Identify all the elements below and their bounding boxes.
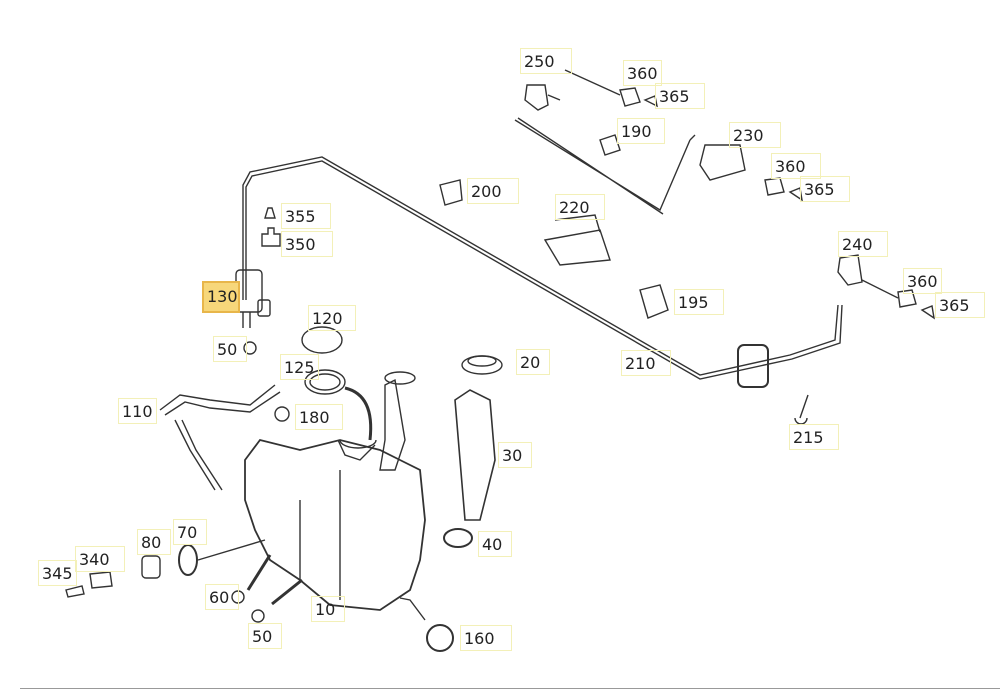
label-355[interactable]: 355	[281, 203, 331, 229]
label-350[interactable]: 350	[281, 231, 333, 257]
clip-200	[439, 179, 463, 206]
clip-190	[599, 134, 621, 156]
connector-340	[89, 571, 113, 589]
label-120[interactable]: 120	[308, 305, 356, 331]
label-345[interactable]: 345	[38, 560, 77, 586]
tank-10	[244, 438, 426, 611]
label-70[interactable]: 70	[173, 519, 207, 545]
label-190[interactable]: 190	[617, 118, 665, 144]
valve-230	[699, 144, 746, 181]
seal-120	[301, 326, 343, 354]
clip-195	[639, 284, 669, 319]
label-360[interactable]: 360	[623, 60, 662, 86]
label-125[interactable]: 125	[280, 354, 319, 380]
nozzle-240	[837, 254, 863, 286]
cap-20	[461, 355, 503, 375]
label-230[interactable]: 230	[729, 122, 781, 148]
plug-345	[65, 585, 85, 598]
label-195[interactable]: 195	[674, 289, 724, 315]
label-365[interactable]: 365	[935, 292, 985, 318]
label-365[interactable]: 365	[800, 176, 850, 202]
label-365[interactable]: 365	[655, 83, 705, 109]
grommet-215	[737, 344, 769, 388]
seal-125	[304, 369, 346, 395]
nozzle-360c	[897, 289, 917, 308]
bottom-divider	[20, 688, 1000, 689]
label-20[interactable]: 20	[516, 349, 550, 375]
wrench-icon	[794, 394, 809, 425]
part-350	[261, 227, 281, 247]
label-160[interactable]: 160	[460, 625, 512, 651]
hose-110	[159, 384, 281, 491]
cap-160	[426, 624, 454, 652]
label-40[interactable]: 40	[478, 531, 512, 557]
label-360[interactable]: 360	[903, 268, 942, 294]
nozzle-365b	[788, 187, 803, 202]
label-220[interactable]: 220	[555, 194, 605, 220]
label-200[interactable]: 200	[467, 178, 519, 204]
nozzle-365a	[643, 95, 658, 108]
label-240[interactable]: 240	[838, 231, 888, 257]
hose-210	[242, 156, 839, 376]
plug-50b	[251, 609, 265, 623]
nozzle-360a	[619, 87, 641, 107]
label-60[interactable]: 60	[205, 584, 239, 610]
seal-70	[178, 544, 198, 576]
plug-50a	[243, 341, 257, 355]
label-80[interactable]: 80	[137, 529, 171, 555]
sensor-80	[141, 555, 161, 579]
label-130-highlighted[interactable]: 130	[202, 281, 240, 313]
label-210[interactable]: 210	[621, 350, 671, 376]
label-10[interactable]: 10	[311, 596, 345, 622]
label-110[interactable]: 110	[118, 398, 157, 424]
nozzle-365c	[920, 305, 935, 320]
seal-40	[443, 528, 473, 548]
hose-upper	[514, 117, 696, 215]
bracket-220	[543, 214, 611, 266]
label-50[interactable]: 50	[213, 336, 247, 362]
label-180[interactable]: 180	[295, 404, 343, 430]
filler-pipe	[379, 378, 406, 471]
nozzle-250	[524, 84, 549, 111]
nozzle-360b	[764, 177, 785, 196]
label-215[interactable]: 215	[789, 424, 839, 450]
label-50[interactable]: 50	[248, 623, 282, 649]
label-360[interactable]: 360	[771, 153, 821, 179]
label-30[interactable]: 30	[498, 442, 532, 468]
label-250[interactable]: 250	[520, 48, 572, 74]
part-355	[264, 207, 276, 219]
clip-180	[274, 406, 290, 422]
label-340[interactable]: 340	[75, 546, 125, 572]
filler-neck-30	[454, 389, 496, 521]
